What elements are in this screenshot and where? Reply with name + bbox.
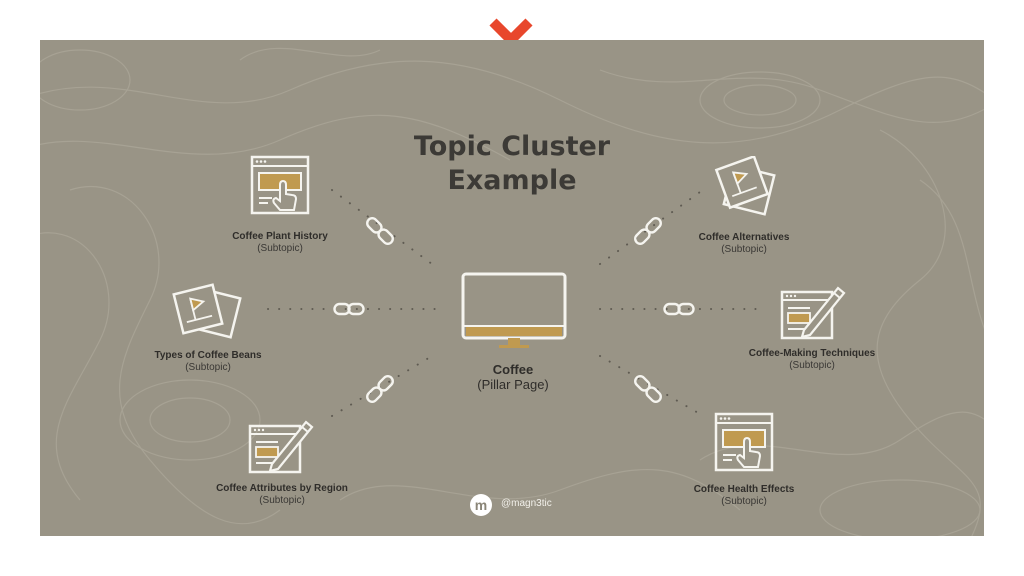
subtopic-node: Coffee Health Effects (Subtopic) <box>674 484 814 508</box>
monitor-icon <box>461 272 567 348</box>
subtopic-node: Types of Coffee Beans (Subtopic) <box>138 350 278 374</box>
subtopic-label: Types of Coffee Beans <box>154 350 262 361</box>
diagram-panel: Topic Cluster Example <box>40 40 984 536</box>
chain-link-icon <box>634 375 662 403</box>
page-title: Topic Cluster Example <box>372 130 652 198</box>
browser-pencil-icon <box>248 420 314 474</box>
subtopic-sublabel: (Subtopic) <box>721 244 767 255</box>
pillar-label: Coffee <box>492 362 534 377</box>
subtopic-node: Coffee Attributes by Region (Subtopic) <box>202 483 362 507</box>
browser-click-icon <box>714 412 774 472</box>
subtopic-sublabel: (Subtopic) <box>257 243 303 254</box>
connector-lines <box>267 189 765 417</box>
subtopic-node: Coffee-Making Techniques (Subtopic) <box>730 348 894 372</box>
stacked-cards-icon <box>714 156 776 216</box>
subtopic-sublabel: (Subtopic) <box>185 362 231 373</box>
handle-text: @magn3tic <box>501 498 552 509</box>
subtopic-node: Coffee Plant History (Subtopic) <box>210 231 350 255</box>
subtopic-sublabel: (Subtopic) <box>259 495 305 506</box>
brand-logo: m <box>470 494 492 516</box>
pillar-sublabel: (Pillar Page) <box>477 377 549 392</box>
browser-click-icon <box>250 155 310 215</box>
chain-link-icon <box>333 302 365 316</box>
title-line-2: Example <box>447 165 577 196</box>
stacked-cards-icon <box>172 283 242 339</box>
chain-link-icon <box>663 302 695 316</box>
subtopic-sublabel: (Subtopic) <box>789 360 835 371</box>
subtopic-node: Coffee Alternatives (Subtopic) <box>674 232 814 256</box>
subtopic-label: Coffee Health Effects <box>693 484 795 495</box>
chain-link-icon <box>634 217 662 245</box>
subtopic-sublabel: (Subtopic) <box>721 496 767 507</box>
contour-background <box>40 47 984 536</box>
browser-pencil-icon <box>780 286 846 340</box>
title-line-1: Topic Cluster <box>413 131 611 162</box>
subtopic-label: Coffee-Making Techniques <box>748 348 876 359</box>
subtopic-label: Coffee Plant History <box>232 231 328 242</box>
chain-link-icon <box>366 375 394 403</box>
subtopic-label: Coffee Attributes by Region <box>216 483 348 494</box>
pillar-page-node: Coffee (Pillar Page) <box>420 362 606 393</box>
subtopic-label: Coffee Alternatives <box>698 232 790 243</box>
chain-link-icon <box>366 217 394 245</box>
